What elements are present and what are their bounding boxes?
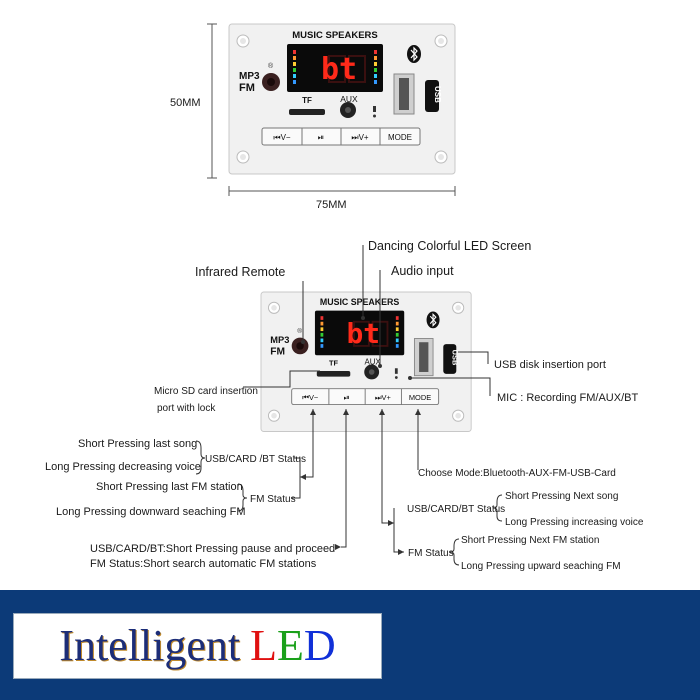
callout-fm-status-right: FM Status	[408, 548, 454, 559]
width-label: 75MM	[316, 199, 347, 211]
brand-letter-l: L	[250, 621, 278, 670]
tf-label-2: TF	[329, 358, 339, 367]
btn-mode-2[interactable]: MODE	[409, 393, 431, 402]
brand-letter-d: D	[303, 621, 336, 670]
btn-next-vol-up[interactable]: ⏭V+	[351, 133, 369, 142]
aux-label-2: AUX	[364, 358, 381, 367]
btn-prev-vol-down[interactable]: ⏮V−	[273, 133, 291, 142]
callout-short-last-song: Short Pressing last song	[78, 438, 197, 450]
callout-audio-input: Audio input	[391, 264, 454, 278]
callout-short-last-fm: Short Pressing last FM station	[96, 481, 243, 493]
diagram-svg: MUSIC SPEAKERS bt MP3 FM ® TF AUX USB ⏮V…	[45, 23, 644, 572]
callout-long-decrease: Long Pressing decreasing voice	[45, 461, 201, 473]
fm-label-2: FM	[270, 346, 285, 357]
usb-logo-text: USB	[433, 86, 442, 103]
mp3-label-2: MP3	[270, 335, 289, 345]
callout-infrared: Infrared Remote	[195, 265, 285, 279]
callout-choose-mode: Choose Mode:Bluetooth-AUX-FM-USB-Card	[418, 468, 616, 479]
callout-short-next-song: Short Pressing Next song	[505, 491, 618, 502]
led-display-text: bt	[321, 52, 357, 87]
board-top: MUSIC SPEAKERS bt MP3 FM ® TF AUX USB ⏮V…	[228, 23, 456, 175]
reg-mark-2: ®	[297, 327, 302, 335]
board-title: MUSIC SPEAKERS	[292, 30, 378, 41]
callout-usb-slot: USB disk insertion port	[494, 359, 606, 371]
callout-long-increase: Long Pressing increasing voice	[505, 517, 644, 528]
board-bottom: MUSIC SPEAKERS bt MP3 FM ® TF AUX USB ⏮V…	[260, 291, 473, 433]
mp3-label: MP3	[239, 71, 260, 82]
height-label: 50MM	[170, 97, 201, 109]
dimension-height: 50MM	[170, 23, 217, 179]
brand-word-intelligent: Intelligent	[59, 621, 241, 670]
btn-next-vol-up-2[interactable]: ⏭V+	[375, 393, 391, 402]
brand-letter-e: E	[277, 621, 304, 670]
callout-mic: MIC : Recording FM/AUX/BT	[497, 392, 638, 404]
btn-play-pause[interactable]: ⏯	[318, 133, 324, 142]
btn-mode[interactable]: MODE	[388, 133, 412, 142]
board-title-2: MUSIC SPEAKERS	[320, 297, 400, 307]
callout-usb-card-bt-status: USB/CARD /BT Status	[205, 454, 306, 465]
callout-short-next-fm: Short Pressing Next FM station	[461, 535, 599, 546]
usb-logo-text-2: USB	[451, 350, 460, 366]
callout-sd-line1: Micro SD card insertion	[154, 386, 258, 397]
callout-long-down-fm: Long Pressing downward seaching FM	[56, 506, 246, 518]
btn-play-pause-2[interactable]: ⏯	[344, 393, 350, 402]
callout-sd-line2: port with lock	[157, 403, 216, 414]
aux-label: AUX	[340, 94, 358, 104]
callout-arrows	[300, 316, 421, 555]
callout-usb-card-bt-status-right: USB/CARD/BT Status	[407, 504, 505, 515]
led-display-text-2: bt	[347, 317, 381, 350]
callout-long-up-fm: Long Pressing upward seaching FM	[461, 561, 621, 572]
btn-prev-vol-down-2[interactable]: ⏮V−	[302, 393, 318, 402]
diagram-stage: MUSIC SPEAKERS bt MP3 FM ® TF AUX USB ⏮V…	[45, 23, 644, 572]
dimension-width: 75MM	[228, 186, 456, 211]
tf-label: TF	[302, 96, 312, 105]
reg-mark: ®	[268, 62, 274, 70]
callout-play-line1: USB/CARD/BT:Short Pressing pause and pro…	[90, 543, 335, 555]
callout-led-screen: Dancing Colorful LED Screen	[368, 239, 531, 253]
fm-label: FM	[239, 82, 255, 94]
callout-fm-status: FM Status	[250, 494, 296, 505]
callout-play-line2: FM Status:Short search automatic FM stat…	[90, 558, 317, 570]
